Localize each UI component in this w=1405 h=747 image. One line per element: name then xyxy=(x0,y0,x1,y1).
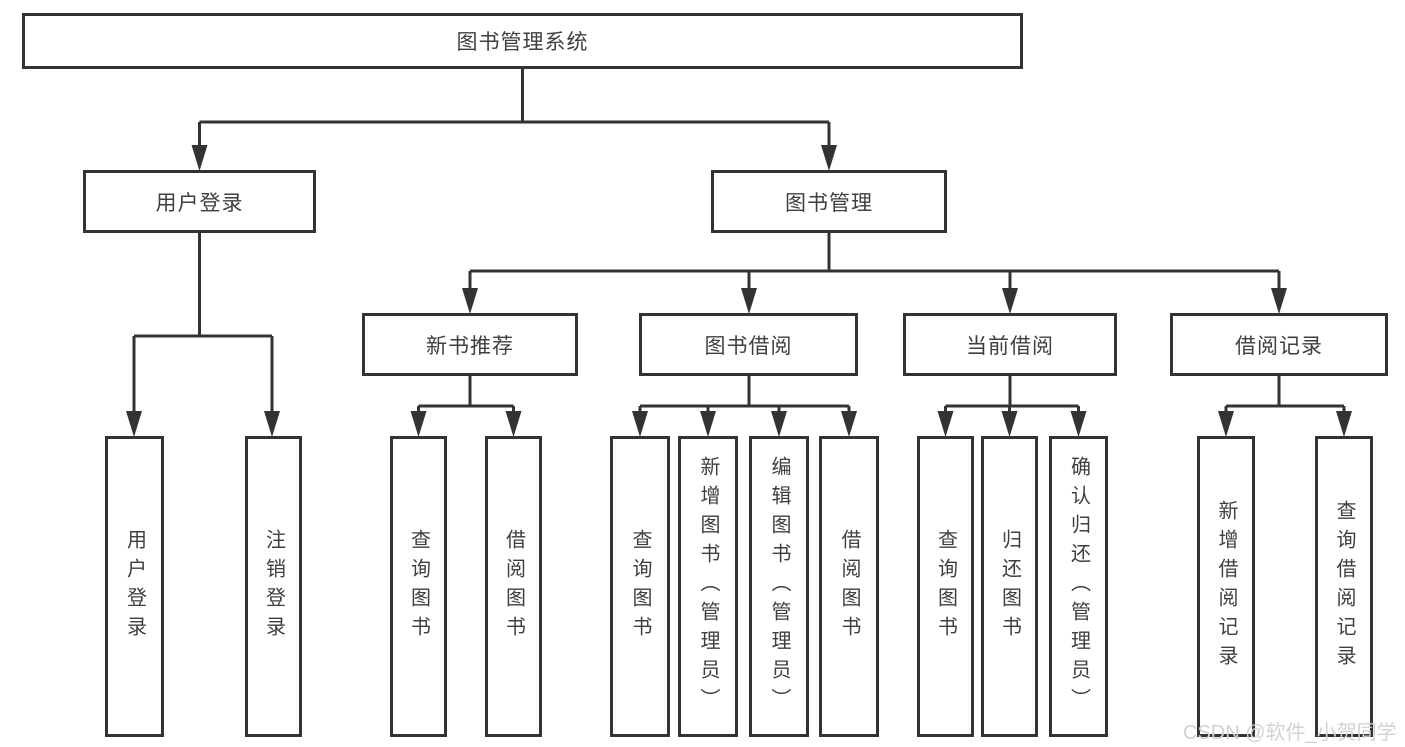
node-book-borrow: 图书借阅 xyxy=(639,313,858,376)
watermark: CSDN @软件_小贺同学 xyxy=(1183,722,1397,744)
arrowheads xyxy=(126,145,1352,437)
node-book-management: 图书管理 xyxy=(711,170,947,233)
leaf-add-borrow-record: 新增借阅记录 xyxy=(1197,436,1255,737)
node-new-book-recommend: 新书推荐 xyxy=(362,313,578,376)
leaf-add-books-admin: 新增图书（管理员） xyxy=(678,436,738,737)
node-library-management-system: 图书管理系统 xyxy=(22,13,1023,69)
leaf-return-books: 归还图书 xyxy=(981,436,1038,737)
leaf-borrow-books-recommend: 借阅图书 xyxy=(485,436,542,737)
leaf-query-books-current: 查询图书 xyxy=(917,436,974,737)
node-current-borrow: 当前借阅 xyxy=(903,313,1117,376)
leaf-query-books-recommend: 查询图书 xyxy=(390,436,447,737)
leaf-logout-login: 注销登录 xyxy=(245,436,302,737)
leaf-edit-books-admin: 编辑图书（管理员） xyxy=(749,436,809,737)
node-borrow-records: 借阅记录 xyxy=(1170,313,1388,376)
leaf-confirm-return-admin: 确认归还（管理员） xyxy=(1049,436,1108,737)
leaf-query-borrow-record: 查询借阅记录 xyxy=(1315,436,1373,737)
leaf-query-books-borrow: 查询图书 xyxy=(610,436,670,737)
leaf-user-login: 用户登录 xyxy=(105,436,164,737)
node-user-login: 用户登录 xyxy=(83,170,316,233)
leaf-borrow-books: 借阅图书 xyxy=(819,436,879,737)
